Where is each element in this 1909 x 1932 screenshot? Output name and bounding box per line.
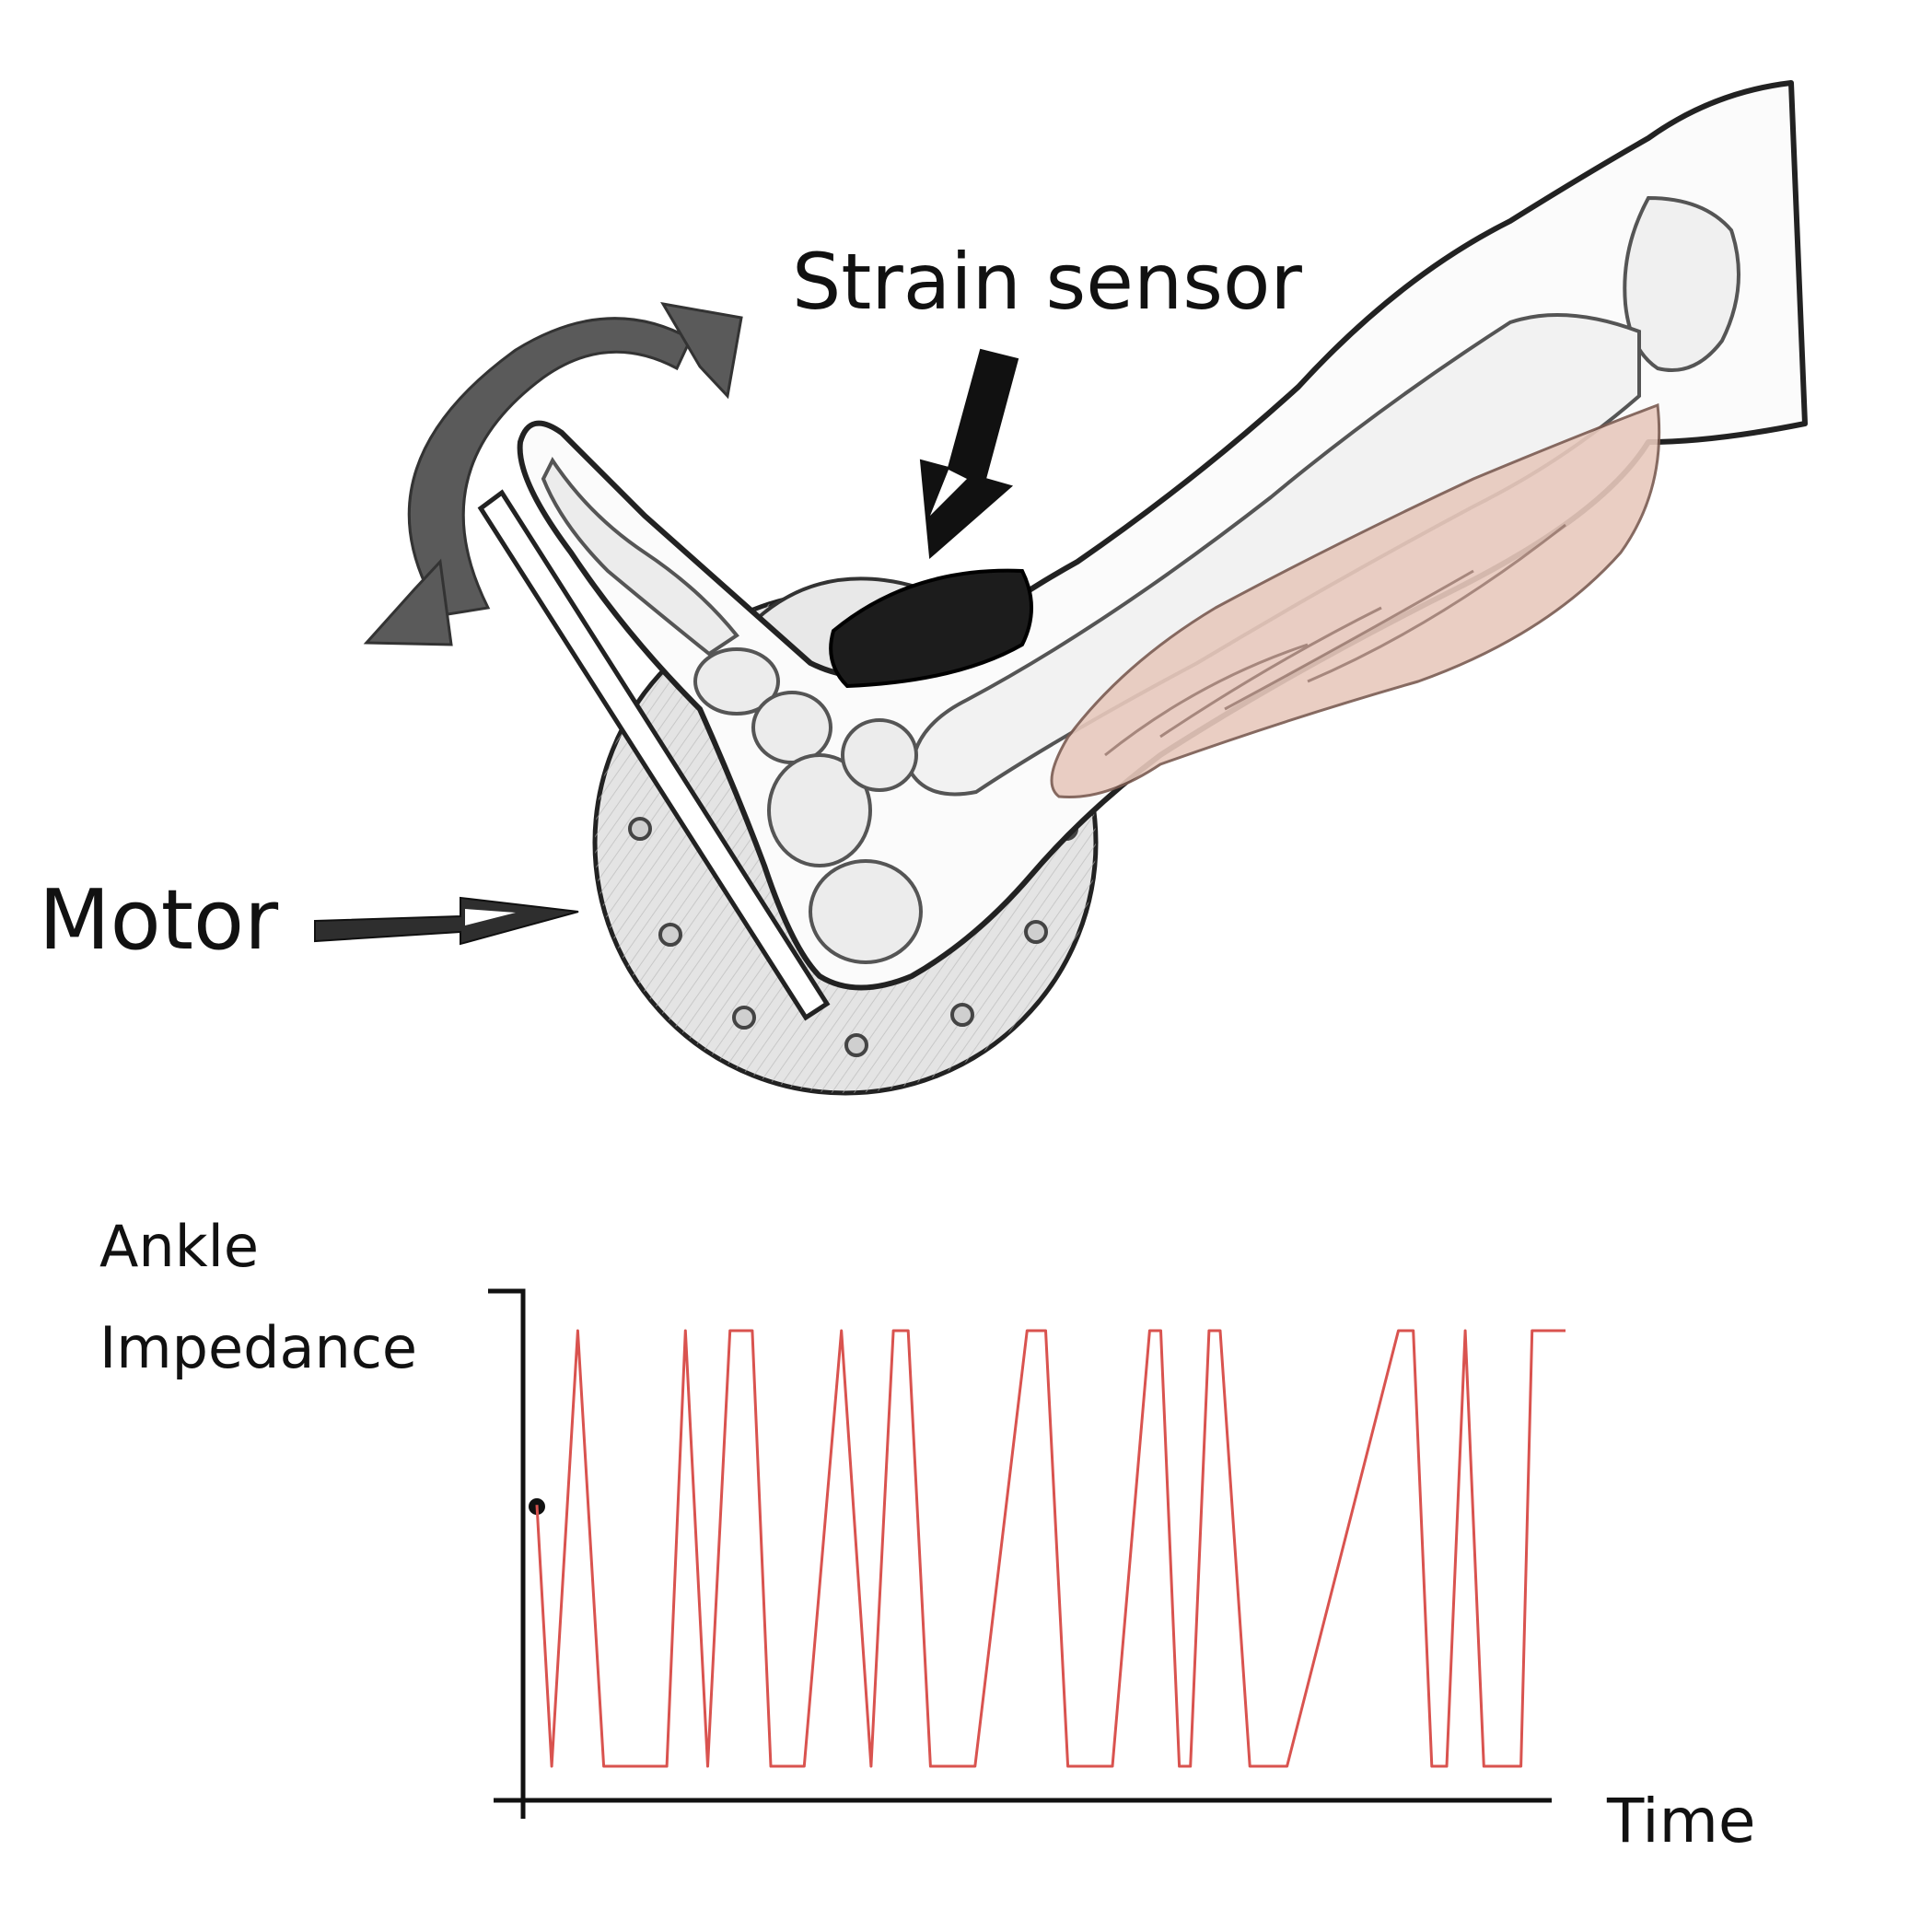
muscle-fibers xyxy=(1104,523,1566,757)
y-axis-label-line1: Ankle xyxy=(99,1213,259,1280)
motor-label: Motor xyxy=(39,872,278,969)
footplate xyxy=(477,489,831,1021)
impedance-signal-line xyxy=(535,1329,1566,1768)
rotation-arrow-icon xyxy=(363,301,743,646)
y-axis xyxy=(488,1288,526,1819)
impedance-chart: Ankle Impedance Time xyxy=(99,1213,1756,1856)
strain-sensor-block xyxy=(829,568,1033,689)
signal-points xyxy=(536,1330,1566,1767)
x-axis-label: Time xyxy=(1606,1786,1756,1856)
leg-illustration: Strain sensor Motor xyxy=(39,80,1808,1096)
foot-bones xyxy=(541,457,923,964)
motor-arrow-icon xyxy=(314,896,579,946)
y-axis-label-line2: Impedance xyxy=(99,1314,417,1381)
strain-sensor-arrow-icon xyxy=(919,348,1019,560)
calf-muscle xyxy=(1050,402,1661,799)
strain-sensor-label: Strain sensor xyxy=(792,237,1302,327)
knee-bone xyxy=(1623,195,1740,372)
